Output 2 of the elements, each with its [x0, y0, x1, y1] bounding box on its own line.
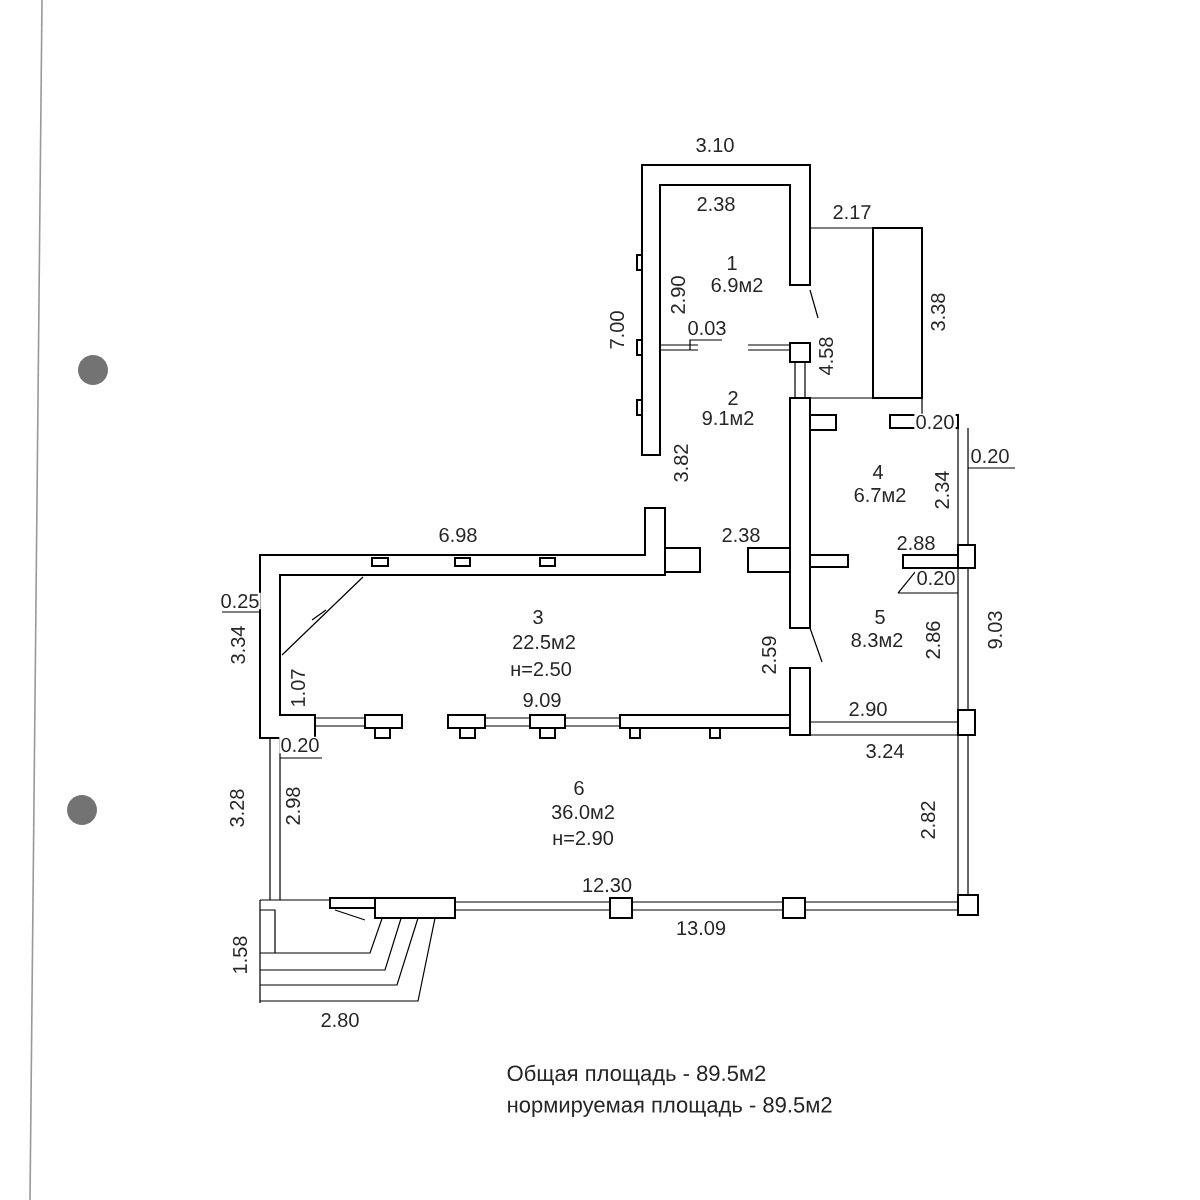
area-summary: Общая площадь - 89.5м2 — [505, 1063, 768, 1087]
area-summary: нормируемая площадь - 89.5м2 — [505, 1095, 834, 1119]
